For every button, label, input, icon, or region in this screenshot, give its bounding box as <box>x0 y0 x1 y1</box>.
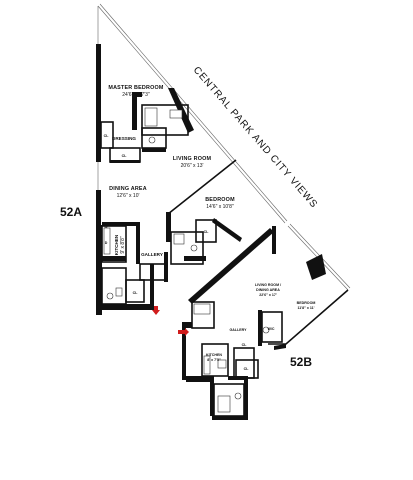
living-dining-dimensions: 22'6" x 17' <box>259 293 277 297</box>
gallery-label: GALLERY <box>141 252 163 257</box>
vanity-master <box>169 109 183 119</box>
closet-label: CL <box>104 134 110 138</box>
column-52b <box>306 254 326 280</box>
shower-bedroom <box>173 233 185 245</box>
south-wall-52a <box>102 304 154 310</box>
cl-b-room <box>235 359 259 379</box>
gallery-closet <box>125 279 145 303</box>
kitchen-wall-bottom <box>102 256 126 261</box>
sink-powder <box>115 287 123 297</box>
west-wall-upper <box>96 44 101 162</box>
window-wall-diagonal-outer <box>99 3 288 222</box>
dressing-label: DRESSING <box>112 136 136 141</box>
master-bath-outline <box>141 104 189 136</box>
gallery-wall <box>136 222 140 264</box>
unit-52a-fixtures <box>103 107 198 300</box>
west-wall-middle <box>96 190 101 225</box>
bedroom-wall-west <box>166 212 171 242</box>
bedroom-bath-wall <box>184 256 206 261</box>
living-room-label: LIVING ROOM <box>173 156 212 162</box>
dining-area-label: DINING AREA <box>109 186 147 192</box>
living-room-dimensions: 20'6" x 13' <box>181 163 204 169</box>
toilet-b <box>234 392 242 400</box>
closet-b-label: CL <box>244 367 250 371</box>
kitchen-b-label: KITCHEN <box>206 353 222 357</box>
closet-52b <box>233 347 255 379</box>
kitchen-label: KITCHEN <box>114 234 119 255</box>
tub <box>144 107 158 127</box>
toilet-wc <box>262 326 270 334</box>
dryer-label: D <box>105 241 108 245</box>
living-dining-label: LIVING ROOM / <box>255 283 281 287</box>
wall-52b-west-top <box>182 322 192 328</box>
entry-arrow-52b <box>178 328 189 336</box>
gallery-b-label: GALLERY <box>229 328 247 332</box>
dining-area-dimensions: 12'6" x 10' <box>117 193 140 199</box>
entry-arrow-52a <box>152 306 160 315</box>
bath-b-wall-south <box>212 416 248 420</box>
kitchen-counter <box>103 227 111 255</box>
west-wall-lower <box>96 225 102 315</box>
kitchen-b-outline <box>201 343 229 377</box>
unit-52b-label: 52B <box>290 355 312 369</box>
master-bedroom-label: MASTER BEDROOM <box>108 85 164 91</box>
kitchen-b-sink <box>217 359 227 369</box>
unit-52a-label: 52A <box>60 205 82 219</box>
bath-wall-left <box>132 92 137 130</box>
kitchen-b-counter <box>203 355 211 375</box>
bedroom-b-label: BEDROOM <box>297 301 316 305</box>
toilet-bedroom <box>190 244 198 252</box>
entry-wall <box>150 264 154 310</box>
closet-label: CL <box>133 291 139 295</box>
closet-label: CL <box>204 230 210 234</box>
wall-52b-north <box>272 226 276 254</box>
bedroom-wall-top <box>167 159 237 215</box>
toilet-powder <box>106 292 114 300</box>
closet-label: CL <box>122 154 128 158</box>
kitchen-dimensions: 9' x 8'8" <box>120 236 126 254</box>
unit-52a-labels: MASTER BEDROOM 24'6" x 17'3" DRESSING CL… <box>60 85 235 315</box>
kitchen-b-dimensions: 8' x 7'5" <box>207 358 221 362</box>
wall-52b-se <box>274 344 286 350</box>
toilet-master <box>148 136 156 144</box>
kitchen-outline <box>101 225 127 263</box>
bath-b-wall-west <box>210 380 214 416</box>
master-bedroom-dimensions: 24'6" x 17'3" <box>122 92 150 98</box>
closet-b-label: CL <box>242 343 248 347</box>
bedroom-wall-south <box>212 218 242 242</box>
bedroom-b-south <box>268 289 349 345</box>
unit-52b-fixtures <box>193 303 270 413</box>
living-dining-label-line2: DINING AREA <box>256 288 280 292</box>
washer-label: W <box>104 225 108 229</box>
unit-52b-walls <box>182 223 351 420</box>
bedroom-label: BEDROOM <box>205 197 235 203</box>
closet-wall-bottom <box>110 160 140 163</box>
bedroom-b-dimensions: 11'8" x 11' <box>297 306 314 310</box>
wall-52b-south-west <box>186 376 214 382</box>
wall-52b-diagonal <box>188 228 274 304</box>
entry-wall-east <box>164 252 168 282</box>
unit-52b-labels: LIVING ROOM / DINING AREA 22'6" x 17' BE… <box>178 283 315 371</box>
powder-room <box>101 267 127 305</box>
bedroom-bath <box>170 231 204 265</box>
wall-52b-west <box>182 328 186 380</box>
entry-closet-shelf <box>193 303 211 315</box>
wall-52b-wc <box>258 310 262 346</box>
bath-wall-bottom <box>142 148 166 152</box>
bedroom-dimensions: 14'6" x 10'8" <box>206 204 234 210</box>
kitchen-wall-top <box>102 222 138 226</box>
tub-b <box>217 395 231 413</box>
wc-label: W/C <box>268 327 275 331</box>
entry-closet-52b <box>191 301 215 329</box>
bath-b-wall-east <box>244 380 248 420</box>
bedroom-closet <box>195 219 217 243</box>
dressing-closet <box>100 121 114 149</box>
window-wall-diagonal <box>97 5 286 224</box>
